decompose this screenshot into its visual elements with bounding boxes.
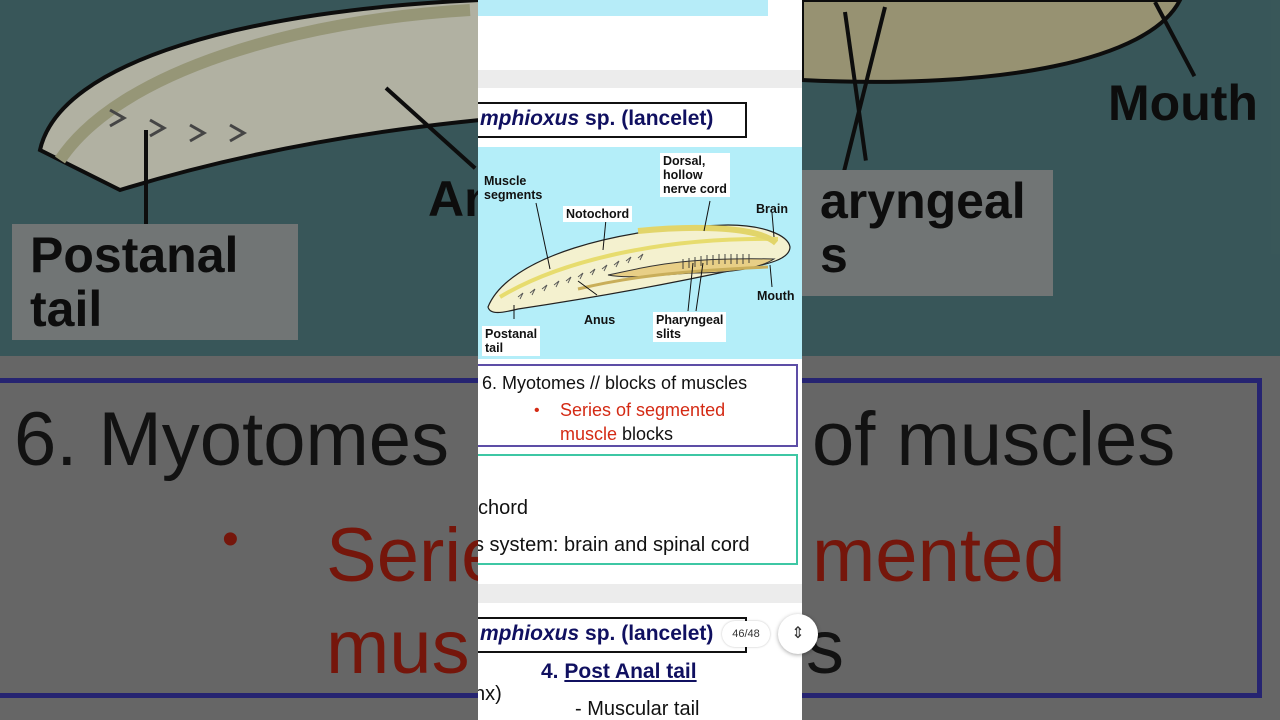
nx-fragment: nx) [478,683,502,705]
title-genus-2: mphioxus [480,622,580,645]
point-6-myotomes: 6. Myotomes // blocks of muscles [482,373,748,393]
page-counter-badge: 46/48 [722,621,770,647]
previous-page-tail [478,0,802,70]
point-4-label: Post Anal tail [564,660,697,683]
slide-title-2: mphioxus sp. (lancelet) [478,617,747,653]
point-4-post-anal-tail: 4. Post Anal tail [541,660,697,684]
point-4-number: 4. [541,660,565,683]
background-series-fragment: Serie [326,513,504,598]
muscle-blocks-line: muscle blocks [560,424,673,445]
background-myotomes-right: of muscles [812,397,1176,482]
background-bullet: • [222,513,239,566]
background-myotomes-left: 6. Myotomes [14,397,450,482]
slide-page-lancelet-anatomy: mphioxus sp. (lancelet) [478,88,802,584]
notochord-nervous-box: chord s system: brain and spinal cord [478,454,798,565]
label-mouth: Mouth [757,289,795,303]
label-anus: Anus [584,313,616,327]
background-postanal-label: Postanal tail [12,224,298,340]
title-genus: mphioxus [480,107,580,130]
label-muscle-segments: Muscle segments [484,174,543,202]
muscular-tail-item: - Muscular tail [575,698,700,720]
label-brain: Brain [756,202,788,216]
label-pharyngeal-slits: Pharyngeal slits [653,312,727,342]
cyan-header-strip [478,0,768,16]
background-mouth-label: Mouth [1108,75,1258,131]
title-rest: sp. (lancelet) [579,107,714,130]
bullet-dot: • [534,402,540,419]
background-pharyngeal-label: aryngeal s [802,170,1053,296]
background-segmented-fragment: mented [812,513,1066,598]
fast-scroll-icon[interactable]: ⇕ [778,614,818,654]
label-dorsal-nerve-cord: Dorsal, hollow nerve cord [660,153,730,197]
background-mus-fragment: mus [326,605,470,690]
lancelet-diagram: Muscle segments Notochord Dorsal, hollow… [478,147,802,359]
series-of-segmented: Series of segmented [560,400,726,420]
document-viewer[interactable]: mphioxus sp. (lancelet) [478,0,802,720]
myotomes-box: 6. Myotomes // blocks of muscles • Serie… [478,364,798,447]
chord-fragment: chord [478,497,529,519]
lancelet-body-drawing [487,200,791,319]
title-rest-2: sp. (lancelet) [579,622,714,645]
nervous-system-fragment: s system: brain and spinal cord [478,534,750,556]
slide-title: mphioxus sp. (lancelet) [478,102,747,138]
label-postanal-tail: Postanal tail [482,326,541,356]
label-notochord: Notochord [563,206,633,222]
blocks-word: blocks [617,424,674,444]
muscle-word: muscle [560,424,618,444]
